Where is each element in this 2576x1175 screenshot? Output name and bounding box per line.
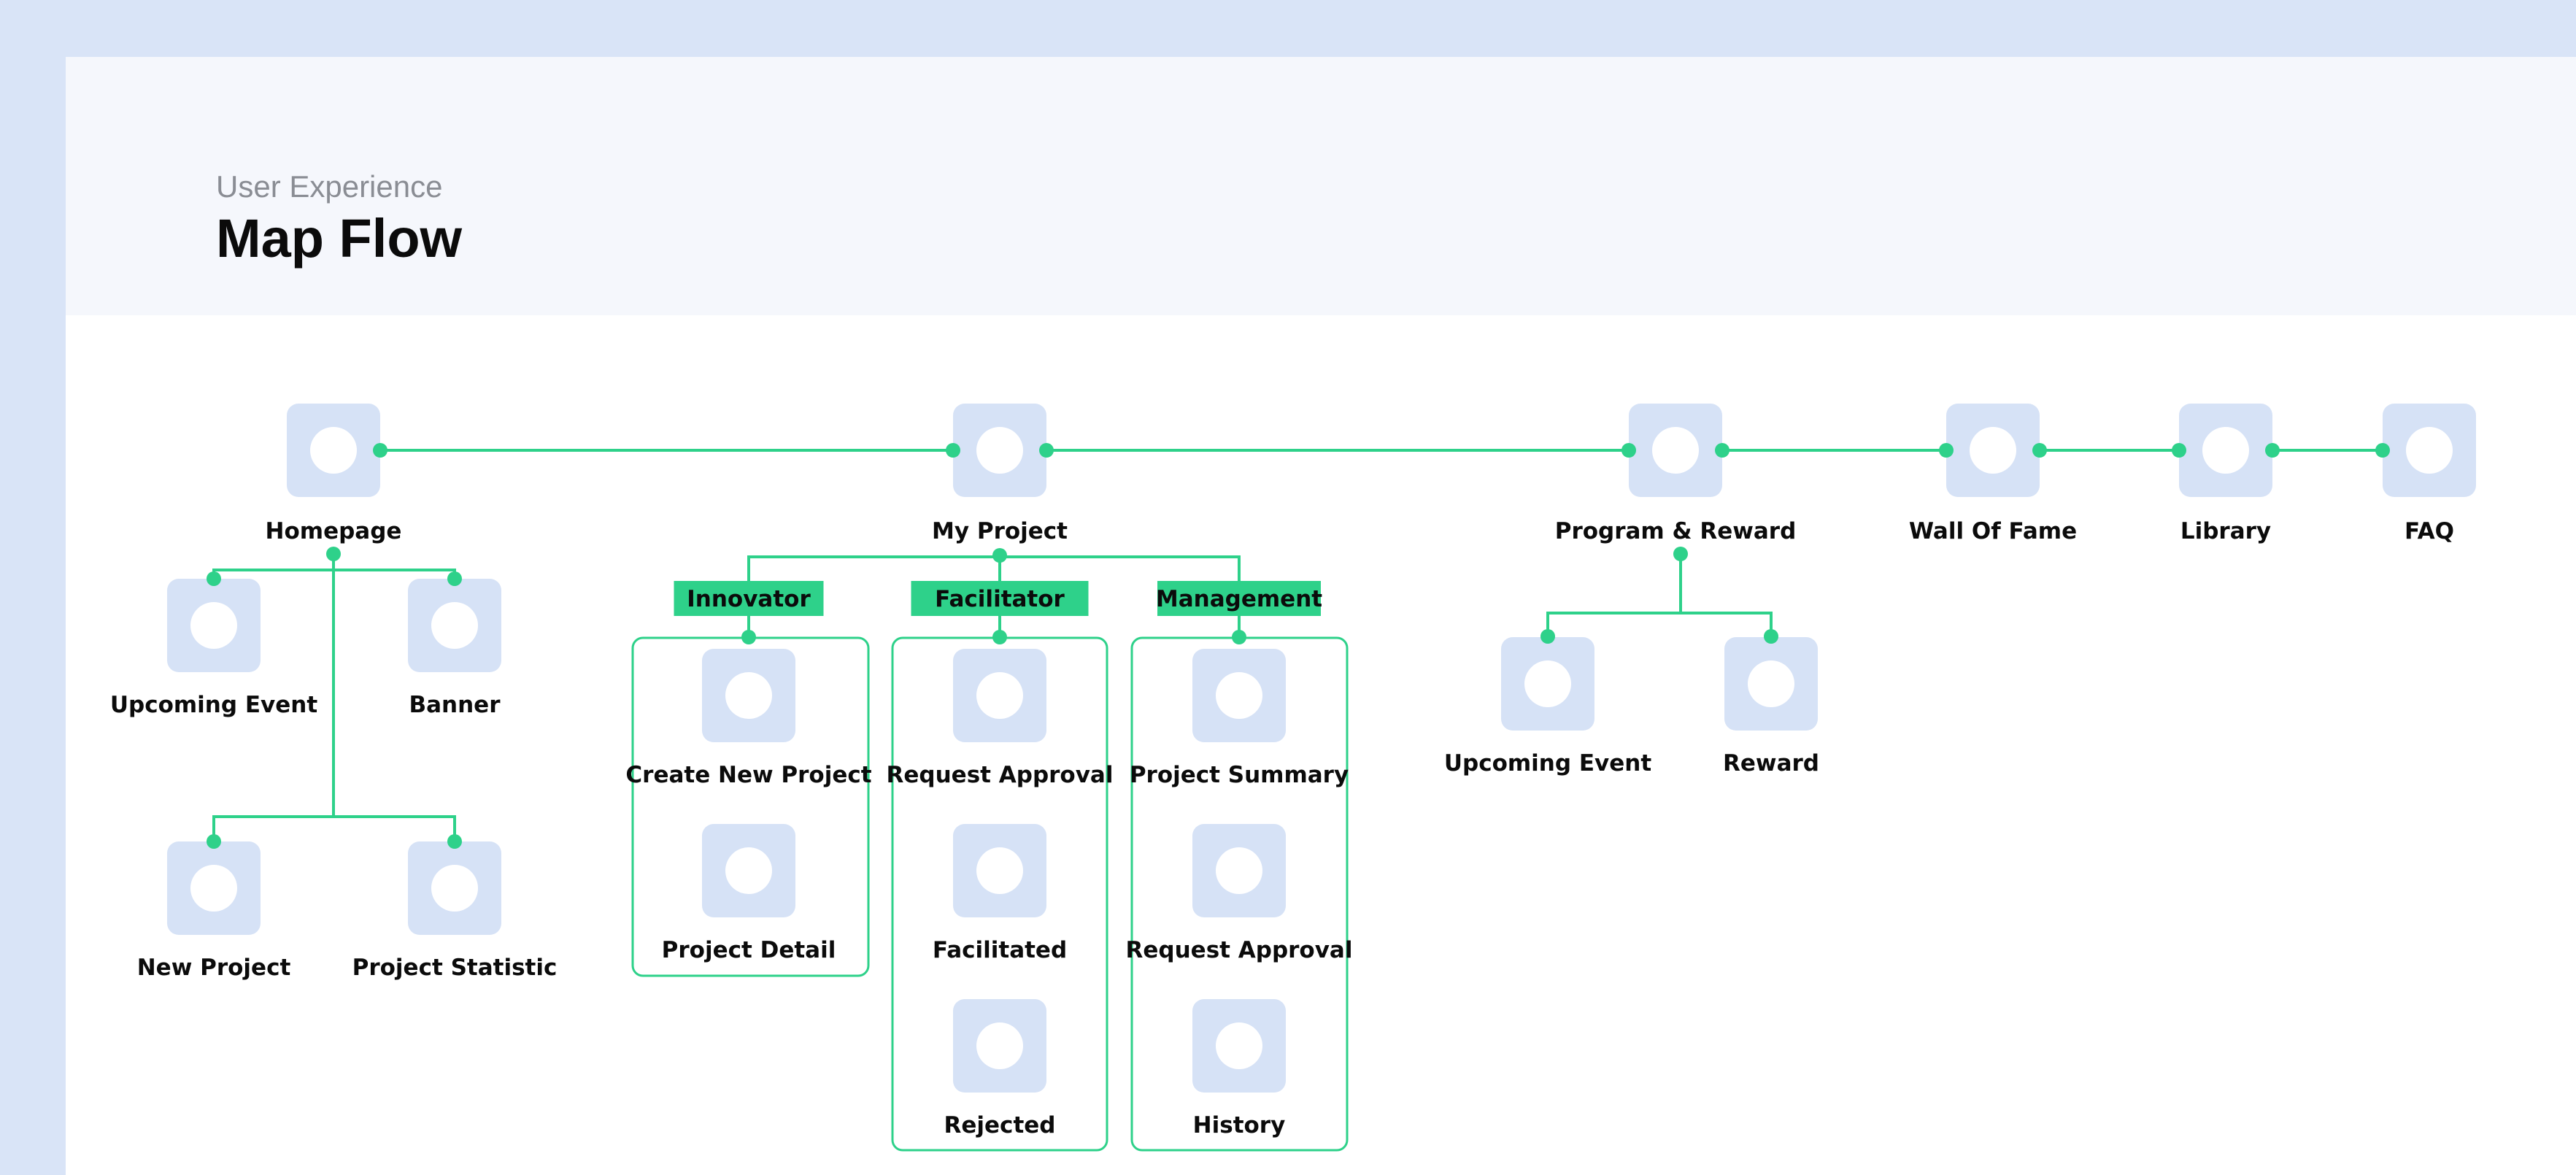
connector-dot xyxy=(373,443,387,458)
connector-dot xyxy=(447,834,462,849)
program-reward-child-upcoming-event[interactable]: Upcoming Event xyxy=(1444,637,1651,777)
role-tag-label: Management xyxy=(1156,586,1322,612)
homepage-child-project-statistic[interactable]: Project Statistic xyxy=(352,841,558,981)
node-label: Upcoming Event xyxy=(110,692,317,718)
my-project-management-item-history[interactable]: History xyxy=(1192,999,1286,1139)
role-tag-innovator: Innovator xyxy=(674,581,824,616)
connector-dot xyxy=(1715,443,1729,458)
page-circle-icon xyxy=(1216,847,1262,894)
page-circle-icon xyxy=(431,865,478,912)
page-circle-icon xyxy=(976,427,1023,474)
connector-dot xyxy=(1621,443,1636,458)
node-label: Reward xyxy=(1723,750,1819,777)
nav-node-wall-of-fame[interactable]: Wall Of Fame xyxy=(1909,404,2077,544)
node-label: Create New Project xyxy=(625,762,871,788)
role-tag-bg xyxy=(1157,581,1321,616)
connector-dot xyxy=(1764,629,1778,644)
page-circle-icon xyxy=(190,602,237,649)
role-tag-facilitator: Facilitator xyxy=(911,581,1089,616)
node-label: Project Statistic xyxy=(352,955,558,981)
my-project-management-item-request-approval[interactable]: Request Approval xyxy=(1126,824,1353,963)
role-tag-bg xyxy=(674,581,824,616)
connector-dot xyxy=(946,443,960,458)
node-label: Wall Of Fame xyxy=(1909,518,2077,544)
page-circle-icon xyxy=(725,672,772,719)
node-label: Upcoming Event xyxy=(1444,750,1651,777)
program-reward-child-reward[interactable]: Reward xyxy=(1723,637,1819,777)
my-project-facilitator-item-request-approval[interactable]: Request Approval xyxy=(887,649,1114,788)
connector-dot xyxy=(326,547,341,561)
role-tag-label: Facilitator xyxy=(935,586,1065,612)
page-circle-icon xyxy=(1524,660,1571,707)
connector-dot xyxy=(1540,629,1555,644)
connector-dot xyxy=(447,571,462,586)
role-tag-management: Management xyxy=(1156,581,1322,616)
page-circle-icon xyxy=(725,847,772,894)
nav-node-homepage[interactable]: Homepage xyxy=(266,404,402,544)
homepage-child-upcoming-event[interactable]: Upcoming Event xyxy=(110,579,317,718)
connector-dot xyxy=(741,630,756,644)
page-circle-icon xyxy=(431,602,478,649)
connector-dot xyxy=(2032,443,2047,458)
page-circle-icon xyxy=(976,672,1023,719)
role-tag-bg xyxy=(911,581,1089,616)
node-label: History xyxy=(1193,1112,1286,1139)
page-circle-icon xyxy=(976,847,1023,894)
connector-dot xyxy=(1232,630,1246,644)
page-circle-icon xyxy=(976,1022,1023,1069)
node-label: Program & Reward xyxy=(1555,518,1797,544)
node-label: FAQ xyxy=(2405,518,2454,544)
connector-dot xyxy=(207,571,221,586)
role-tag-label: Innovator xyxy=(687,586,811,612)
nav-node-library[interactable]: Library xyxy=(2179,404,2272,544)
connector-dot xyxy=(992,630,1007,644)
page-circle-icon xyxy=(2406,427,2453,474)
connector-line xyxy=(1546,612,1773,636)
connector-dot xyxy=(207,834,221,849)
homepage-child-new-project[interactable]: New Project xyxy=(137,841,291,981)
page-circle-icon xyxy=(1216,1022,1262,1069)
page-circle-icon xyxy=(310,427,357,474)
node-label: Facilitated xyxy=(933,937,1067,963)
node-label: Project Detail xyxy=(662,937,836,963)
connector-dot xyxy=(1039,443,1054,458)
page-circle-icon xyxy=(1748,660,1794,707)
page-circle-icon xyxy=(190,865,237,912)
page-circle-icon xyxy=(1970,427,2016,474)
homepage-child-banner[interactable]: Banner xyxy=(408,579,501,718)
connector-dot xyxy=(2375,443,2390,458)
my-project-innovator-item-project-detail[interactable]: Project Detail xyxy=(662,824,836,963)
my-project-facilitator-item-rejected[interactable]: Rejected xyxy=(944,999,1056,1139)
header-band xyxy=(66,57,2576,315)
my-project-innovator-item-create-new-project[interactable]: Create New Project xyxy=(625,649,872,788)
node-label: Project Summary xyxy=(1130,762,1349,788)
connector-line xyxy=(212,815,456,841)
nav-node-my-project[interactable]: My Project xyxy=(932,404,1068,544)
page-title: Map Flow xyxy=(216,208,463,269)
connector-dot xyxy=(2172,443,2186,458)
node-label: Request Approval xyxy=(887,762,1114,788)
node-label: My Project xyxy=(932,518,1068,544)
my-project-facilitator-item-facilitated[interactable]: Facilitated xyxy=(933,824,1067,963)
connector-dot xyxy=(1673,547,1688,561)
nav-node-faq[interactable]: FAQ xyxy=(2383,404,2476,544)
page-circle-icon xyxy=(1652,427,1699,474)
node-label: New Project xyxy=(137,955,291,981)
node-label: Homepage xyxy=(266,518,402,544)
node-label: Request Approval xyxy=(1126,937,1353,963)
nodes-layer: Homepage My Project Program & Reward Wall O… xyxy=(110,404,2476,1139)
my-project-management-item-project-summary[interactable]: Project Summary xyxy=(1130,649,1349,788)
page-circle-icon xyxy=(2202,427,2249,474)
connector-dot xyxy=(2265,443,2280,458)
page-subtitle: User Experience xyxy=(216,169,443,204)
nav-node-program-and-reward[interactable]: Program & Reward xyxy=(1555,404,1797,544)
dots-layer xyxy=(207,443,2390,849)
page-circle-icon xyxy=(1216,672,1262,719)
node-label: Banner xyxy=(409,692,501,718)
node-label: Rejected xyxy=(944,1112,1056,1139)
node-label: Library xyxy=(2180,518,2271,544)
connector-dot xyxy=(992,548,1007,563)
connector-dot xyxy=(1939,443,1954,458)
